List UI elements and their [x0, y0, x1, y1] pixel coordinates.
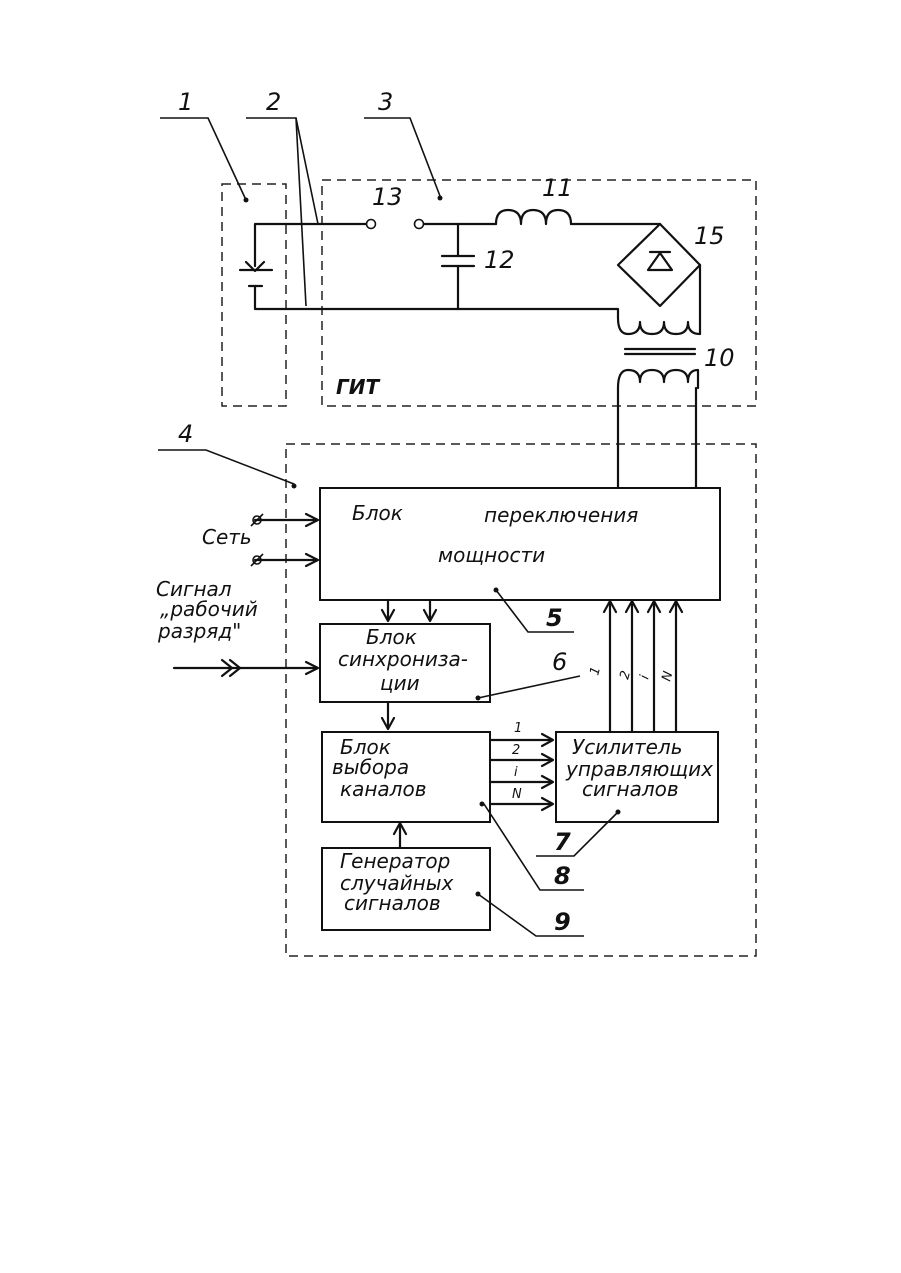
power-to-sync-arrows: [382, 600, 436, 621]
amplifier-to-power-lines: [604, 601, 682, 732]
capacitor-12: [442, 224, 474, 309]
callout-2: 2: [266, 88, 281, 116]
vertical-channel-i: i: [637, 673, 653, 681]
callout-10: 10: [704, 344, 735, 372]
channel-label-2: 2: [512, 743, 520, 758]
sync-line1: Блок: [366, 625, 417, 649]
power-switch-line3: мощности: [438, 543, 545, 567]
generator-to-select-arrow: [394, 823, 406, 848]
channel-select-line3: каналов: [340, 777, 426, 801]
channel-label-n: N: [512, 787, 522, 802]
callout-6: 6: [552, 648, 567, 676]
channel-label-1: 1: [514, 721, 522, 736]
channel-label-i: i: [514, 765, 518, 780]
generator-line1: Генератор: [340, 849, 450, 873]
channel-select-line2: выбора: [332, 755, 409, 779]
vertical-channel-n: N: [659, 669, 676, 683]
sync-line2: синхрониза-: [338, 647, 468, 671]
transformer-10: [618, 318, 700, 488]
sync-line3: ции: [380, 671, 420, 695]
callout-12: 12: [484, 246, 515, 274]
sync-to-select-arrow: [382, 702, 394, 729]
callout-15: 15: [694, 222, 725, 250]
callout-11: 11: [542, 174, 573, 202]
inductor-11: [496, 210, 660, 224]
git-label: ГИТ: [336, 375, 380, 399]
mains-inputs: [251, 514, 318, 566]
callout-8: 8: [554, 862, 571, 890]
callout-9: 9: [554, 908, 571, 936]
power-switch-line1: Блок: [352, 501, 403, 525]
signal-label-line2: „рабочий: [160, 597, 258, 621]
vertical-channel-1: 1: [587, 665, 604, 677]
callout-4: 4: [178, 420, 193, 448]
callout-7: 7: [554, 828, 571, 856]
work-discharge-signal-input: [174, 660, 318, 676]
mains-label: Сеть: [202, 525, 252, 549]
signal-label-line3: разряд": [157, 619, 241, 643]
generator-line3: сигналов: [344, 891, 441, 915]
callout-13: 13: [372, 183, 403, 211]
battery-symbol: [240, 224, 458, 309]
callout-5: 5: [546, 604, 563, 632]
callout-3: 3: [378, 88, 393, 116]
callout-1: 1: [178, 88, 193, 116]
switch-13: [306, 220, 496, 229]
power-switch-line2: переключения: [484, 503, 638, 527]
amplifier-line1: Усилитель: [572, 735, 683, 759]
amplifier-line3: сигналов: [582, 777, 679, 801]
